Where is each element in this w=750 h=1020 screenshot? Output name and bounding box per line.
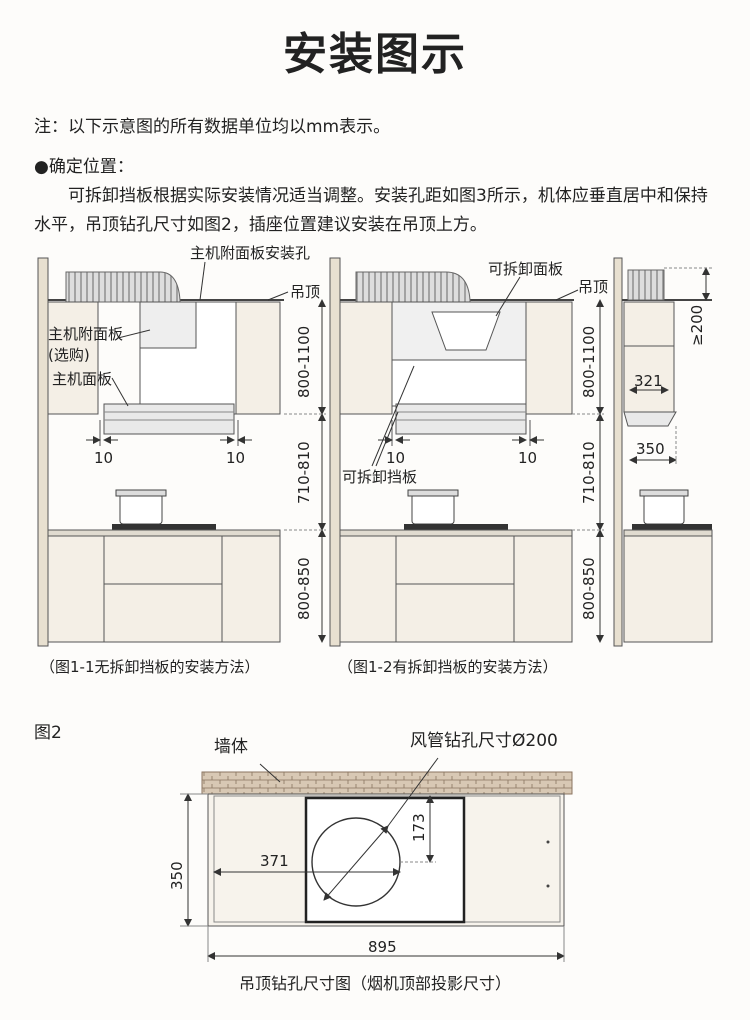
side-view: ≥200 321 350	[613, 257, 713, 647]
figure-1-1: 主机附面板安装孔 吊顶 主机附面板 (选购) 主机面板 10 10 800-11…	[37, 244, 326, 647]
dim-gap-left-2: 10	[386, 449, 405, 467]
label-optional: (选购)	[48, 346, 90, 364]
dim-895: 895	[368, 938, 397, 956]
section-heading: ●确定位置：	[34, 157, 134, 177]
dim-321: 321	[634, 372, 663, 390]
label-removable-panel: 可拆卸面板	[488, 260, 563, 278]
figure-2: 墙体 风管钻孔尺寸Ø200 371 173 350 895	[168, 731, 573, 962]
dim-upper-1: 800-1100	[295, 326, 313, 398]
label-removable-baffle: 可拆卸挡板	[342, 468, 417, 486]
dim-gap-right-1: 10	[226, 449, 245, 467]
dim-173: 173	[410, 813, 428, 842]
figure-2-label: 图2	[34, 723, 62, 743]
dim-lower-1: 800-850	[295, 557, 313, 620]
label-mount-hole: 主机附面板安装孔	[190, 244, 310, 262]
label-ceiling-2: 吊顶	[578, 278, 608, 296]
dim-371: 371	[260, 852, 289, 870]
dim-fig2-350: 350	[168, 861, 186, 890]
dim-lower-2: 800-850	[580, 557, 598, 620]
page-title: 安装图示	[283, 29, 467, 80]
unit-note: 注：以下示意图的所有数据单位均以mm表示。	[34, 117, 391, 137]
dim-upper-2: 800-1100	[580, 326, 598, 398]
caption-fig-1-1: （图1-1无拆卸挡板的安装方法）	[40, 658, 260, 676]
label-wall: 墙体	[214, 737, 248, 757]
label-main-panel: 主机面板	[52, 370, 112, 388]
dim-gap-left-1: 10	[94, 449, 113, 467]
dim-min-200: ≥200	[688, 305, 706, 346]
label-ceiling-1: 吊顶	[290, 283, 320, 301]
dim-side-350: 350	[636, 440, 665, 458]
figure-1-2: 可拆卸面板 吊顶 可拆卸挡板 10 10 800-1100 710-810 80…	[329, 257, 608, 647]
label-duct-hole: 风管钻孔尺寸Ø200	[410, 731, 558, 751]
dim-mid-1: 710-810	[295, 441, 313, 504]
caption-fig-2: 吊顶钻孔尺寸图（烟机顶部投影尺寸）	[238, 974, 511, 993]
label-attach-panel: 主机附面板	[48, 325, 123, 343]
dim-gap-right-2: 10	[518, 449, 537, 467]
dim-mid-2: 710-810	[580, 441, 598, 504]
instruction-paragraph: 可拆卸挡板根据实际安装情况适当调整。安装孔距如图3所示，机体应垂直居中和保持水平…	[34, 186, 708, 235]
caption-fig-1-2: （图1-2有拆卸挡板的安装方法）	[338, 658, 558, 676]
